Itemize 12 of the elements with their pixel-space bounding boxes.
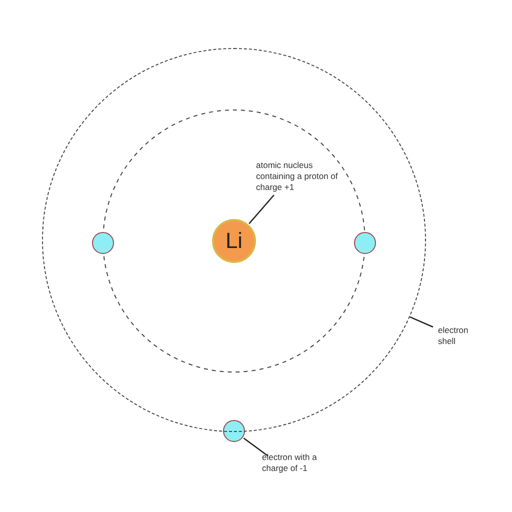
leader-line xyxy=(243,438,268,457)
electron-circle xyxy=(92,232,114,254)
electron-circle xyxy=(354,232,376,254)
leader-line xyxy=(248,194,274,224)
callout-text: electron with a charge of -1 xyxy=(262,452,342,474)
electron-circle xyxy=(223,420,245,442)
electron-shell-ring xyxy=(42,48,426,432)
leader-line xyxy=(410,316,434,328)
callout-text: atomic nucleus containing a proton of charge +1 xyxy=(256,160,344,193)
element-symbol: Li xyxy=(225,228,243,254)
nucleus-circle xyxy=(212,219,256,263)
callout-text: electron shell xyxy=(438,325,488,347)
